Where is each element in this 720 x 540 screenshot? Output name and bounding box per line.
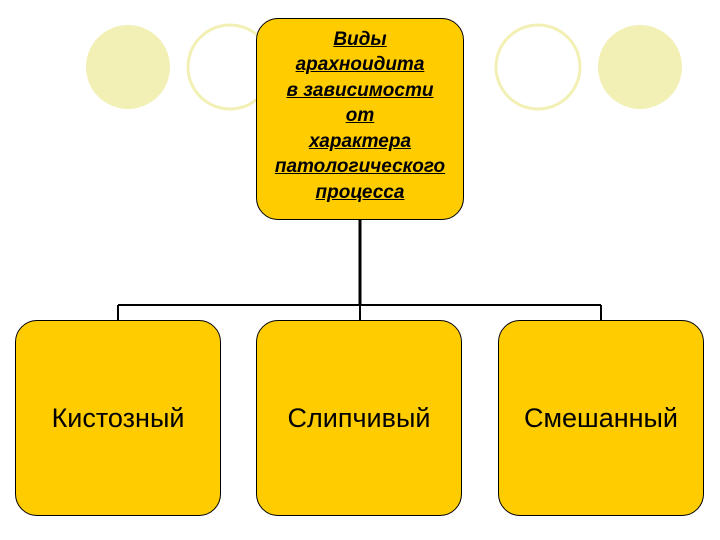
child-node-mixed: Смешанный xyxy=(498,320,704,516)
child-node-label: Слипчивый xyxy=(287,402,431,433)
child-node-label: Смешанный xyxy=(523,402,679,433)
root-node: Виды арахноидита в зависимости от характ… xyxy=(256,18,464,220)
child-node-label: Кистозный xyxy=(51,402,185,433)
decorative-circles xyxy=(86,23,682,111)
deco-circle-4 xyxy=(598,25,682,109)
deco-circle-3 xyxy=(494,23,582,111)
deco-circle-1 xyxy=(86,25,170,109)
child-node-cystic: Кистозный xyxy=(15,320,221,516)
child-node-adhesive: Слипчивый xyxy=(256,320,462,516)
root-node-label: Виды арахноидита в зависимости от характ… xyxy=(274,28,446,203)
